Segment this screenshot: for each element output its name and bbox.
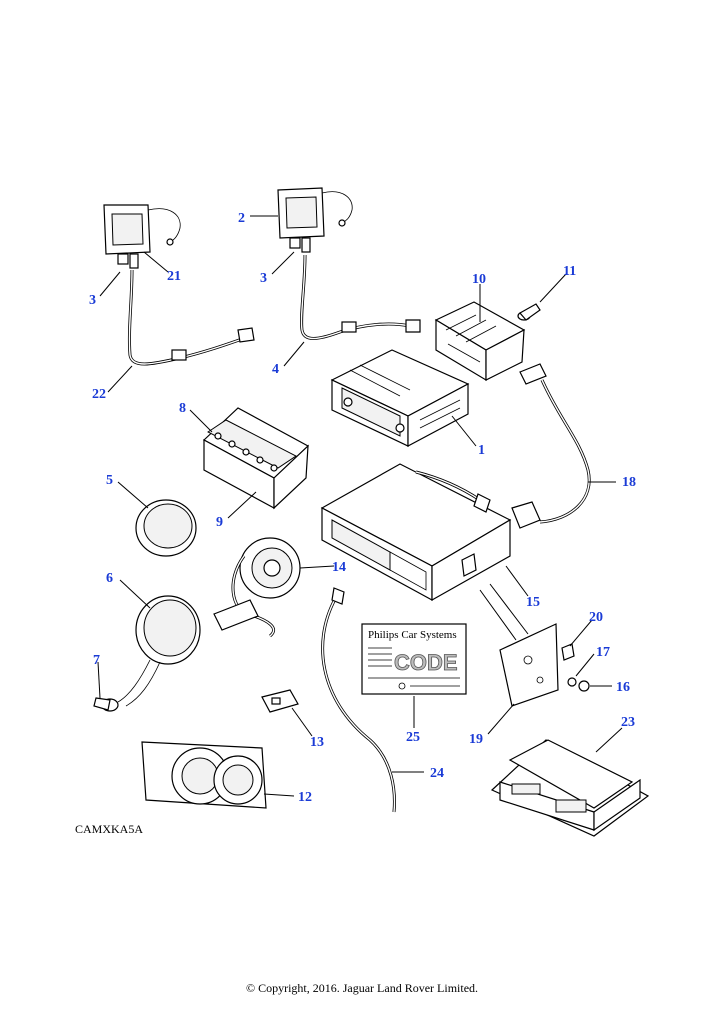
drawing-code: CAMXKA5A — [75, 822, 144, 836]
mounting-cage — [434, 301, 547, 385]
callout-4: 4 — [272, 362, 279, 377]
screw — [517, 303, 541, 321]
callout-3-upper: 3 — [260, 271, 267, 286]
antenna-amplifier-left — [103, 204, 255, 366]
washer — [567, 677, 577, 687]
cassette-case — [202, 407, 310, 510]
speaker-driver — [213, 537, 301, 638]
callout-3-lower: 3 — [89, 293, 96, 308]
card-code-word: CODE — [394, 650, 458, 675]
speaker-grille-large — [117, 595, 201, 707]
copyright-notice: © Copyright, 2016. Jaguar Land Rover Lim… — [245, 981, 479, 995]
callout-21: 21 — [167, 269, 181, 284]
callout-14: 14 — [332, 560, 346, 575]
card-title: Philips Car Systems — [368, 629, 457, 641]
callout-7: 7 — [93, 653, 100, 668]
callout-1: 1 — [478, 443, 485, 458]
fuse-connector — [261, 689, 299, 713]
cd-changer — [320, 463, 512, 602]
callout-6: 6 — [106, 571, 113, 586]
speaker-screw — [93, 697, 119, 712]
callout-22: 22 — [92, 387, 106, 402]
cable-harness — [511, 379, 591, 529]
radio-cassette-unit — [330, 349, 470, 447]
callout-16: 16 — [616, 680, 630, 695]
callout-11: 11 — [563, 264, 576, 279]
fixing-screw — [561, 643, 575, 661]
callout-15: 15 — [526, 595, 540, 610]
callout-23: 23 — [621, 715, 635, 730]
callout-20: 20 — [589, 610, 603, 625]
mounting-bracket — [479, 583, 559, 707]
callout-18: 18 — [622, 475, 636, 490]
antenna-amplifier-right — [277, 187, 421, 340]
callout-17: 17 — [596, 645, 610, 660]
callout-numbers: 1 2 3 3 4 5 6 7 8 9 10 11 12 13 14 15 16… — [89, 211, 636, 805]
callout-5: 5 — [106, 473, 113, 488]
callout-25: 25 — [406, 730, 420, 745]
speaker-enclosure — [141, 741, 267, 809]
callout-19: 19 — [469, 732, 483, 747]
callout-10: 10 — [472, 272, 486, 287]
callout-12: 12 — [298, 790, 312, 805]
callout-8: 8 — [179, 401, 186, 416]
callout-9: 9 — [216, 515, 223, 530]
aerial-lead — [321, 587, 396, 813]
security-code-card: Philips Car Systems CODE — [361, 623, 467, 695]
control-module — [490, 739, 650, 837]
callout-2: 2 — [238, 211, 245, 226]
callout-13: 13 — [310, 735, 324, 750]
speaker-grille-small — [135, 499, 197, 557]
callout-24: 24 — [430, 766, 444, 781]
leader-lines — [97, 215, 623, 797]
bolt — [578, 680, 590, 692]
